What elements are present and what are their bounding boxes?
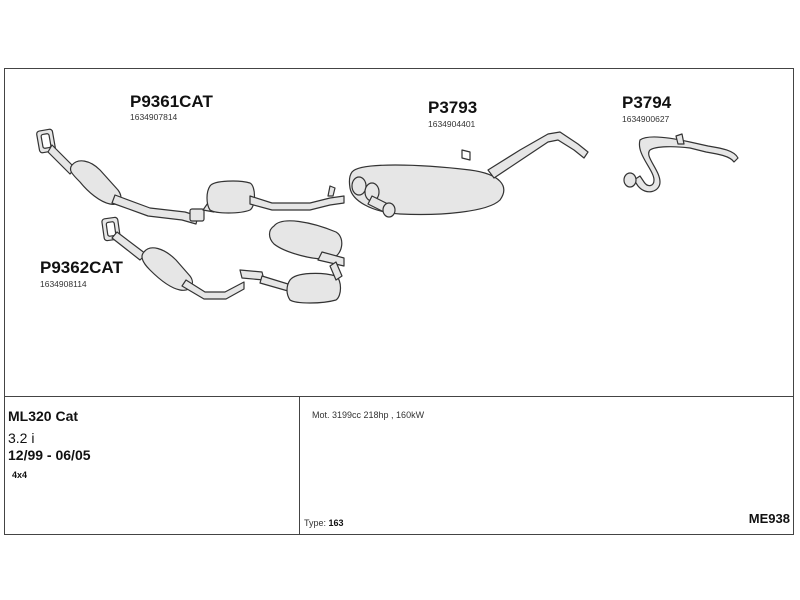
part-p3793-drawing bbox=[348, 131, 589, 218]
type-value: 163 bbox=[328, 518, 344, 528]
diagram-frame bbox=[4, 68, 794, 535]
part-number-p9362cat: 1634908114 bbox=[40, 279, 87, 289]
vehicle-model: ML320 Cat bbox=[8, 408, 79, 424]
part-p9362cat-drawing bbox=[101, 216, 345, 304]
part-number-p9361cat: 1634907814 bbox=[130, 112, 178, 122]
type-label: Type: bbox=[304, 518, 327, 528]
part-number-p3793: 1634904401 bbox=[428, 119, 476, 129]
part-p3794-drawing bbox=[623, 133, 739, 193]
divider-horizontal bbox=[4, 396, 794, 397]
divider-vertical bbox=[299, 396, 300, 535]
part-p9361cat-drawing bbox=[36, 128, 345, 225]
part-code-p3794: P3794 bbox=[622, 93, 672, 112]
type-spec: Type: 163 bbox=[304, 518, 344, 528]
vehicle-years: 12/99 - 06/05 bbox=[8, 447, 91, 463]
part-number-p3794: 1634900627 bbox=[622, 114, 670, 124]
vehicle-drive: 4x4 bbox=[12, 470, 28, 480]
part-code-p3793: P3793 bbox=[428, 98, 478, 117]
part-code-p9361cat: P9361CAT bbox=[130, 92, 213, 111]
motor-spec: Mot. 3199cc 218hp , 160kW bbox=[312, 410, 425, 420]
vehicle-engine: 3.2 i bbox=[8, 430, 35, 446]
reference-code: ME938 bbox=[748, 511, 790, 526]
part-code-p9362cat: P9362CAT bbox=[40, 258, 123, 277]
